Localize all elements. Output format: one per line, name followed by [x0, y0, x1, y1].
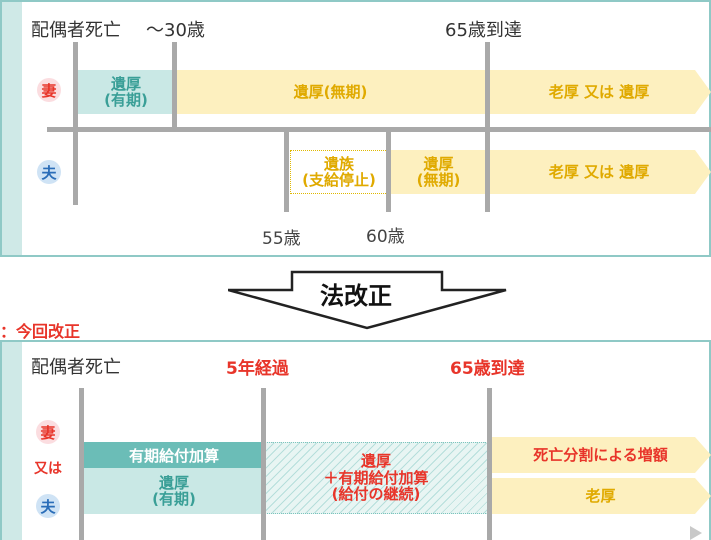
header-5-years: 5年経過	[226, 359, 289, 379]
wife-indefinite-segment: 遺厚(無期)	[174, 70, 487, 114]
continued-benefit-bar: 遺厚 ＋有期給付加算 (給付の継続)	[264, 442, 488, 514]
age-65-marker-line	[485, 42, 490, 212]
death-marker-line	[73, 42, 78, 205]
fixed-term-addition-bar: 有期給付加算	[84, 442, 264, 468]
continued-benefit-label: 遺厚 ＋有期給付加算 (給付の継続)	[323, 452, 429, 504]
wife-old-age-segment: 老厚 又は 遺厚	[487, 70, 711, 114]
age-60-label: 60歳	[366, 227, 405, 247]
panel-side-strip-bottom	[2, 342, 22, 540]
panel-corner-chevron	[690, 526, 702, 540]
husband-suspended-segment: 遺族 (支給停止)	[290, 150, 388, 194]
fixed-term-survivor-label: 遺厚 (有期)	[152, 473, 196, 508]
wife-old-age-label: 老厚 又は 遺厚	[548, 82, 650, 101]
reform-arrow	[228, 270, 507, 330]
bottom-header-age-65: 65歳到達	[450, 359, 525, 379]
husband-old-age-segment: 老厚 又は 遺厚	[487, 150, 711, 194]
panel-side-strip	[2, 2, 22, 255]
bottom-age-65-marker-line	[487, 388, 492, 540]
death-split-increase-label: 死亡分割による増額	[533, 445, 668, 464]
wife-badge: 妻	[37, 78, 61, 102]
husband-badge: 夫	[37, 160, 61, 184]
husband-indefinite-segment: 遺厚 (無期)	[390, 150, 487, 194]
age-55-marker-line	[284, 127, 289, 212]
wife-fixed-term-segment: 遺厚 (有期)	[78, 70, 174, 114]
timeline-axis	[47, 127, 711, 132]
bottom-header-spouse-death: 配偶者死亡	[31, 357, 121, 378]
wife-fixed-term-label: 遺厚 (有期)	[104, 74, 148, 109]
bottom-death-marker-line	[79, 388, 84, 540]
or-label: 又は	[34, 461, 62, 477]
age-30-marker-line	[172, 42, 177, 131]
reform-label: 法改正	[320, 282, 392, 310]
five-year-marker-line	[261, 388, 266, 540]
old-age-label: 老厚	[585, 486, 616, 505]
age-55-label: 55歳	[262, 229, 301, 249]
age-60-marker-line	[386, 127, 391, 212]
header-age-65: 65歳到達	[445, 20, 522, 41]
fixed-term-addition-label: 有期給付加算	[128, 446, 219, 465]
old-age-bar: 老厚	[490, 478, 711, 514]
husband-indefinite-label: 遺厚 (無期)	[416, 154, 461, 189]
wife-indefinite-label: 遺厚(無期)	[293, 82, 368, 101]
fixed-term-survivor-bar: 遺厚 (有期)	[84, 468, 264, 514]
header-spouse-death: 配偶者死亡	[31, 20, 121, 41]
bottom-husband-badge: 夫	[36, 494, 60, 518]
death-split-increase-bar: 死亡分割による増額	[490, 437, 711, 473]
legend-this-reform: ：今回改正	[0, 322, 81, 341]
header-age-30: ～30歳	[146, 20, 205, 41]
husband-old-age-label: 老厚 又は 遺厚	[548, 162, 650, 181]
bottom-wife-badge: 妻	[36, 420, 60, 444]
husband-suspended-label: 遺族 (支給停止)	[302, 154, 376, 189]
